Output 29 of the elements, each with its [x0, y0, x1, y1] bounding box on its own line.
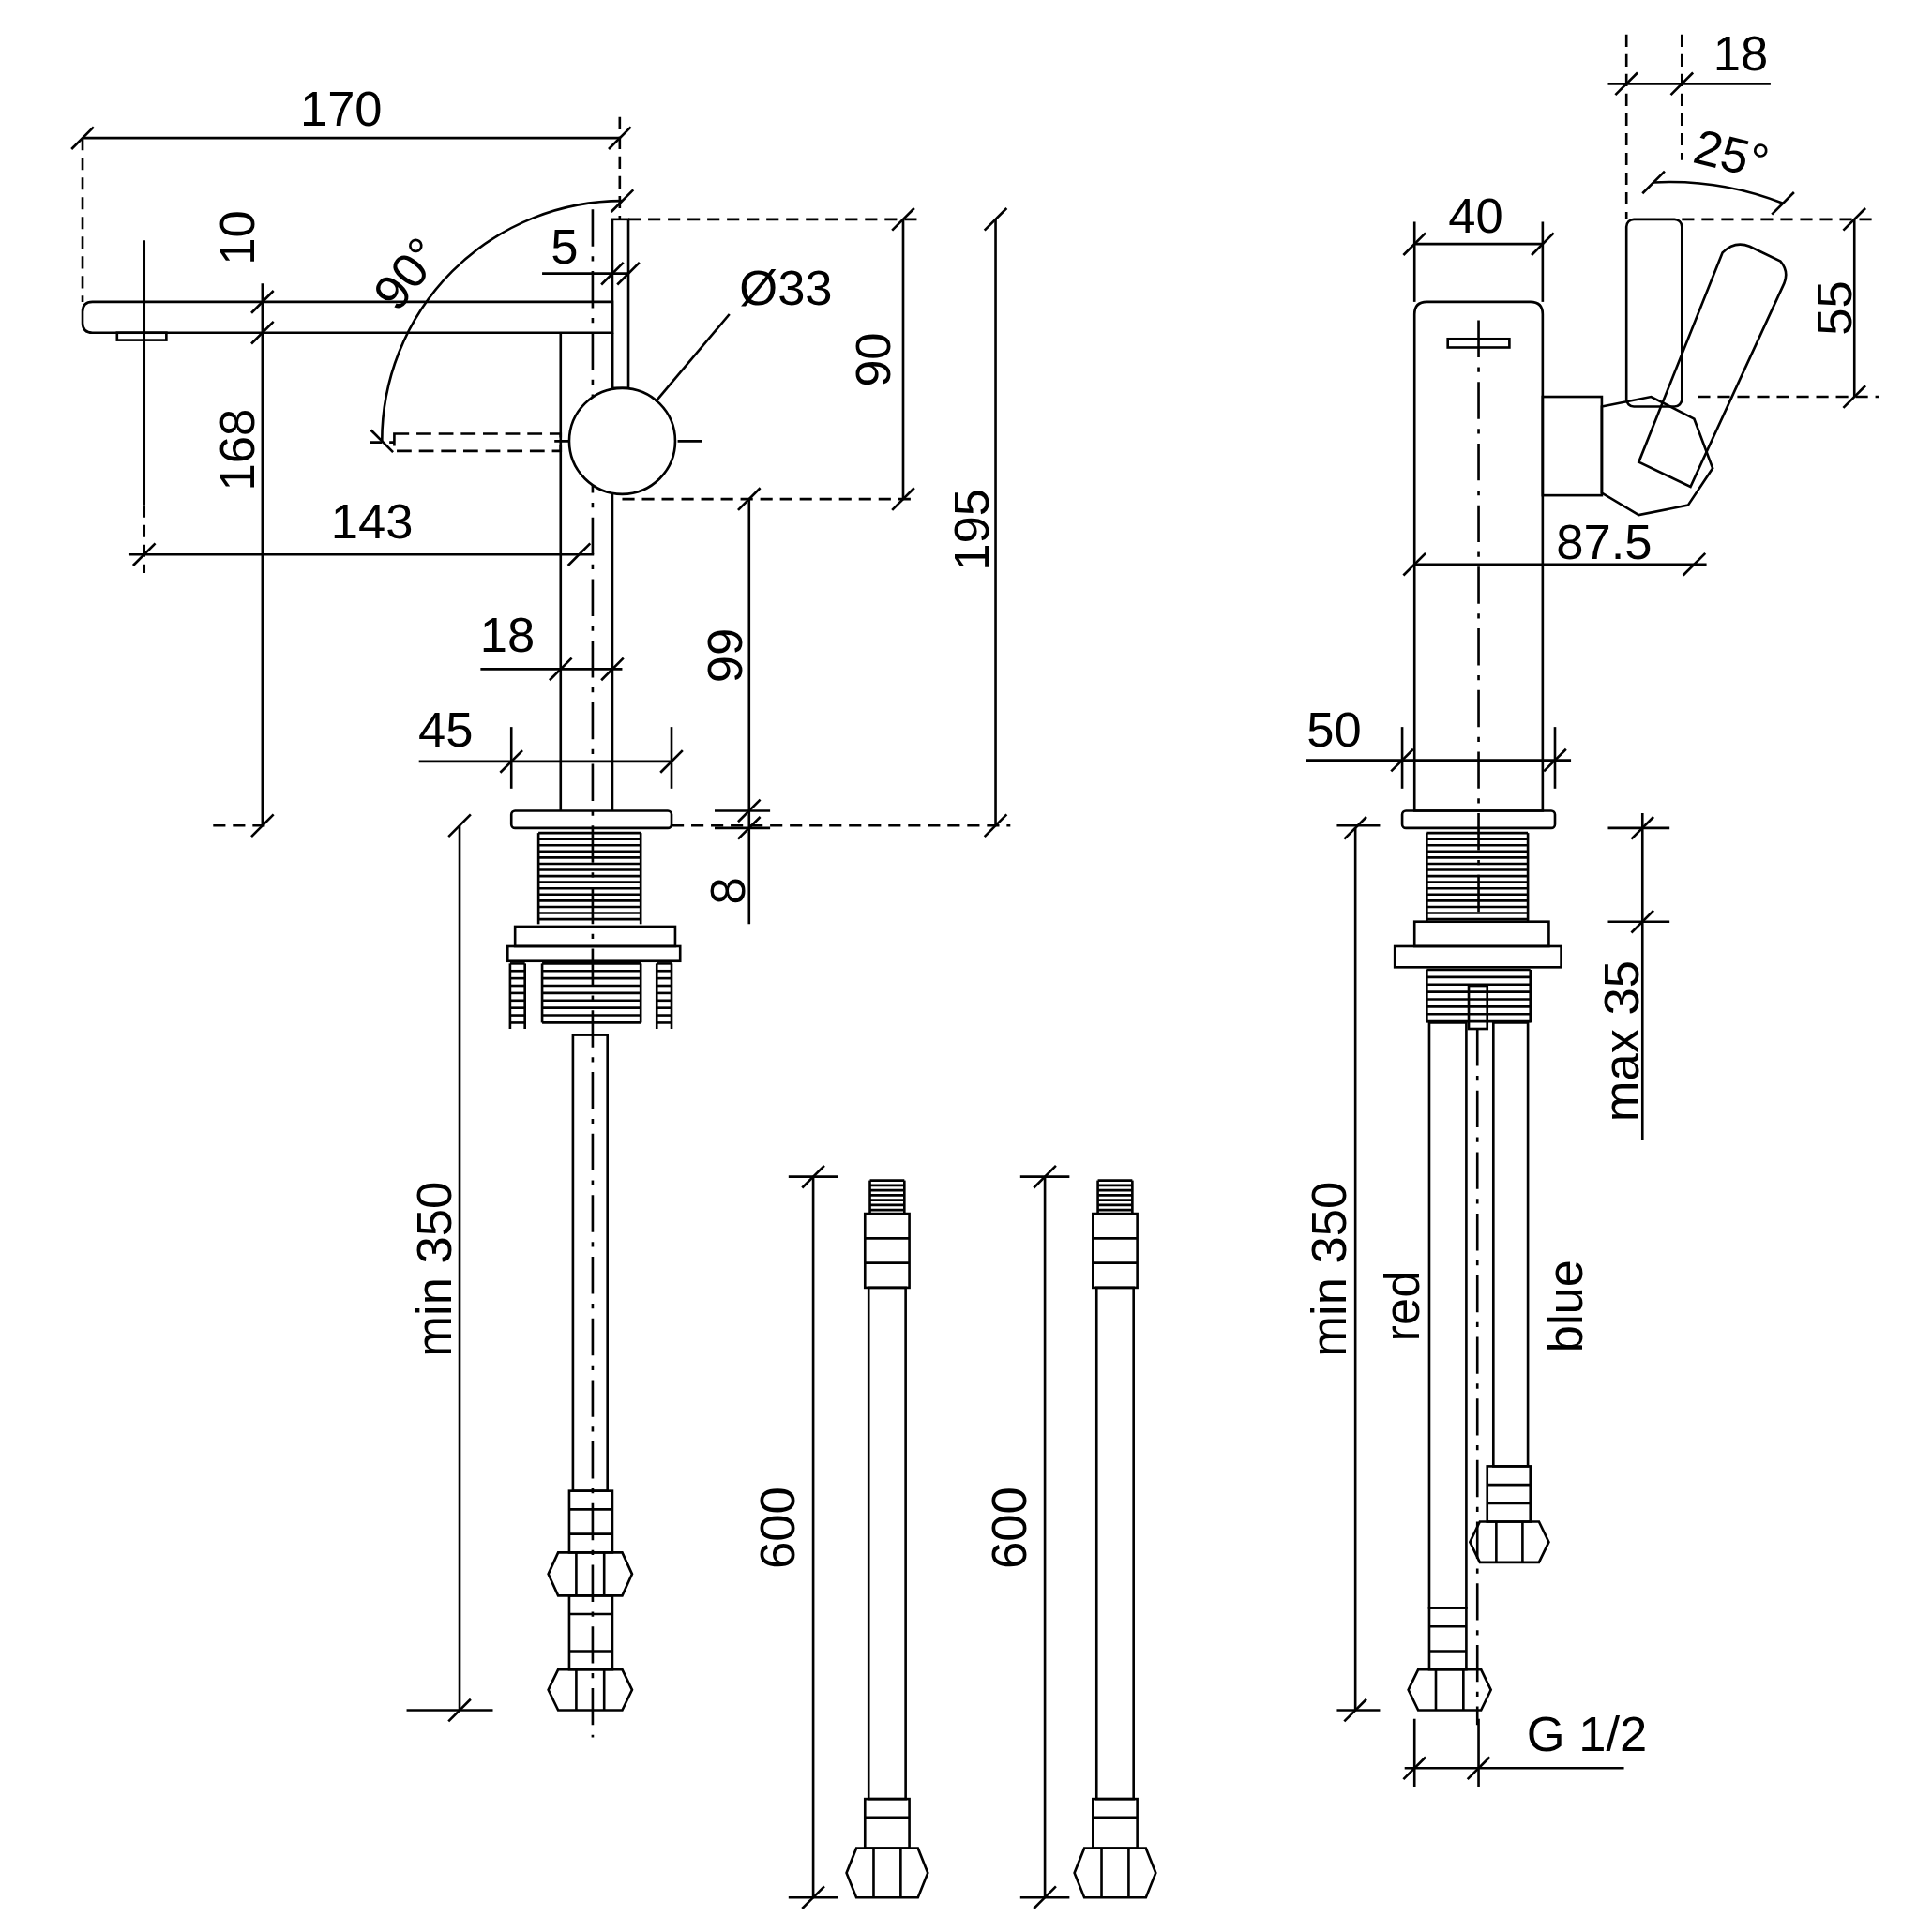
angle-label: 25°: [1688, 121, 1774, 188]
dimension-label: 50: [1306, 704, 1362, 755]
thread-size-label: G 1/2: [1526, 1709, 1648, 1758]
dimension-label: 99: [699, 627, 749, 684]
leader-line: [654, 313, 731, 403]
dimension-label: 87.5: [1556, 517, 1653, 567]
dimension-label: max 35: [1595, 960, 1645, 1123]
dimension-label: 600: [983, 1487, 1033, 1569]
dimension-label: 195: [945, 489, 996, 571]
dimension-label: Ø33: [739, 262, 833, 312]
dimension-label: 143: [330, 496, 414, 546]
dimension-label: 55: [1808, 280, 1858, 336]
dimension-label: 10: [211, 210, 262, 265]
handle-knob: [567, 386, 677, 496]
hose-label: red: [1377, 1270, 1427, 1342]
dimension-label: 18: [479, 610, 536, 659]
dimension-label: 18: [1713, 28, 1769, 78]
dimension-label: 600: [751, 1487, 801, 1569]
dimension-label: 170: [299, 83, 383, 133]
dimension-label: 40: [1448, 190, 1503, 241]
dimension-label: 90: [847, 332, 898, 387]
dimension-label: 5: [551, 221, 579, 272]
dimension-label: min 350: [1304, 1181, 1353, 1357]
dimension-label: 168: [211, 408, 262, 491]
dimension-label: 8: [702, 877, 752, 905]
dimension-label: 45: [418, 704, 474, 755]
dimension-label: min 350: [409, 1181, 459, 1357]
hose-label: blue: [1540, 1259, 1590, 1353]
angle-label: 90°: [364, 229, 449, 319]
